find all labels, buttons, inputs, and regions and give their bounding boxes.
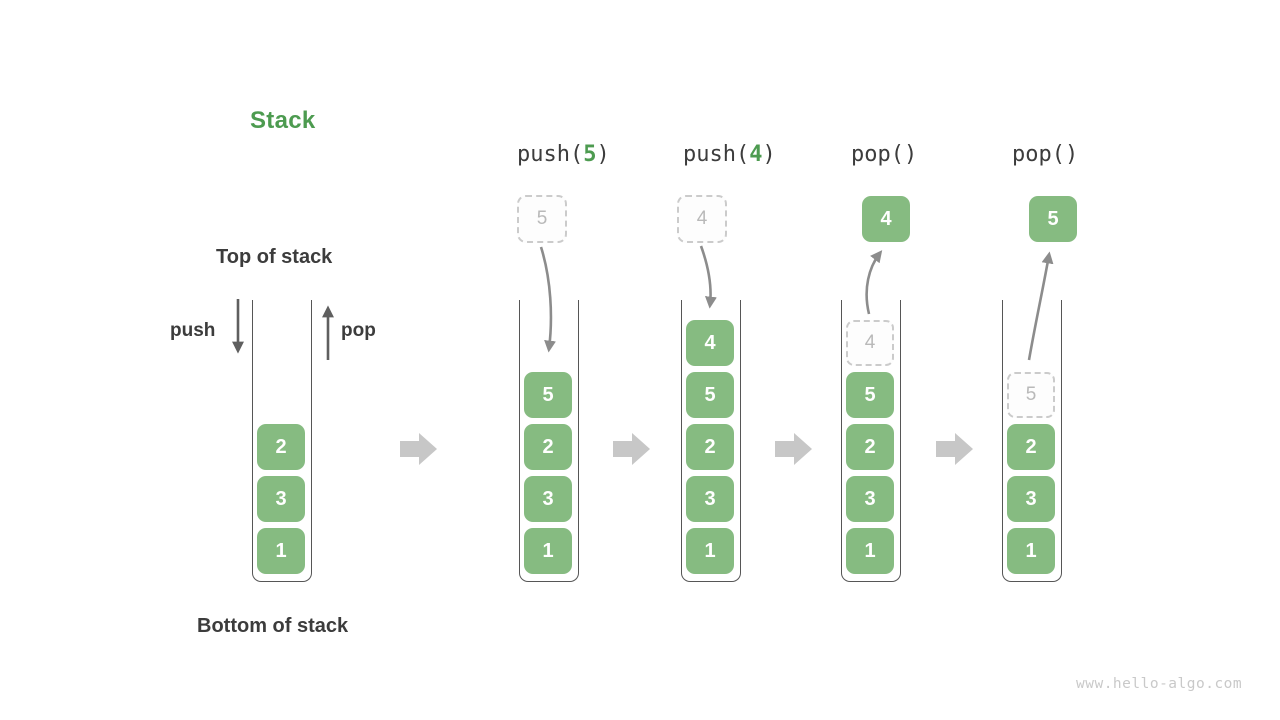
stack-element: 2 <box>524 424 572 470</box>
operation-text: ) <box>762 142 776 167</box>
operation-arg: 5 <box>583 142 597 167</box>
push-label: push <box>170 320 216 341</box>
pop-label: pop <box>341 320 376 341</box>
stack-element: 2 <box>846 424 894 470</box>
flow-arrow-icon <box>613 433 650 465</box>
stack-container: 5 2 3 1 <box>519 300 579 582</box>
operation-text: push( <box>683 142 750 167</box>
stack-element: 5 <box>524 372 572 418</box>
stack-element: 2 <box>257 424 305 470</box>
stack-container: 4 5 2 3 1 <box>841 300 901 582</box>
stack-element: 3 <box>524 476 572 522</box>
stack-element: 3 <box>1007 476 1055 522</box>
stack-element: 2 <box>686 424 734 470</box>
stack-element: 3 <box>257 476 305 522</box>
stack-element: 3 <box>686 476 734 522</box>
operation-text: ) <box>596 142 610 167</box>
stack-element: 5 <box>686 372 734 418</box>
top-of-stack-label: Top of stack <box>216 246 333 268</box>
stack-container: 4 5 2 3 1 <box>681 300 741 582</box>
operation-label-push-4: push(4) <box>683 142 776 167</box>
stack-element: 1 <box>257 528 305 574</box>
operation-arg: 4 <box>749 142 763 167</box>
operation-text: pop() <box>1012 142 1079 167</box>
stack-element: 1 <box>686 528 734 574</box>
stack-element: 2 <box>1007 424 1055 470</box>
stack-element: 4 <box>686 320 734 366</box>
popped-element: 5 <box>1029 196 1077 242</box>
popped-element: 4 <box>862 196 910 242</box>
operation-text: pop() <box>851 142 918 167</box>
watermark: www.hello-algo.com <box>1076 676 1243 692</box>
stack-element-ghost: 5 <box>1007 372 1055 418</box>
stack-element-ghost: 4 <box>846 320 894 366</box>
stack-element: 5 <box>846 372 894 418</box>
stack-element: 1 <box>524 528 572 574</box>
incoming-element-ghost: 4 <box>677 195 727 243</box>
stack-element: 1 <box>1007 528 1055 574</box>
flow-arrow-icon <box>775 433 812 465</box>
operation-label-pop-2: pop() <box>1012 142 1078 167</box>
stack-element: 3 <box>846 476 894 522</box>
operation-text: push( <box>517 142 584 167</box>
stack-container: 2 3 1 <box>252 300 312 582</box>
incoming-element-ghost: 5 <box>517 195 567 243</box>
diagram-title: Stack <box>250 107 316 134</box>
bottom-of-stack-label: Bottom of stack <box>197 615 349 637</box>
push-curve-arrow-icon <box>699 245 717 309</box>
stack-element: 1 <box>846 528 894 574</box>
flow-arrow-icon <box>936 433 973 465</box>
operation-label-pop-1: pop() <box>851 142 917 167</box>
operation-label-push-5: push(5) <box>517 142 610 167</box>
flow-arrow-icon <box>400 433 437 465</box>
stack-container: 5 2 3 1 <box>1002 300 1062 582</box>
